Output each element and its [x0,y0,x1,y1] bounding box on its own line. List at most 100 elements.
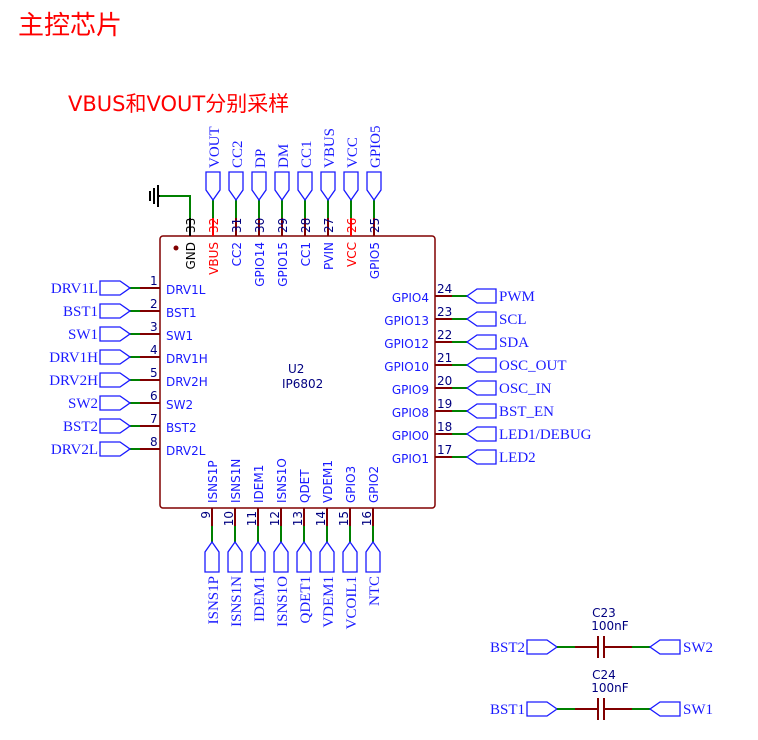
net-label-flag[interactable] [99,326,132,342]
net-label-flag[interactable] [296,540,312,573]
net-label: CC2 [230,140,246,168]
net-label-flag[interactable] [465,380,497,396]
net-label-flag[interactable] [648,701,681,717]
page-title: 主控芯片 [18,11,122,41]
net-label-flag[interactable] [366,171,382,202]
pin1-marker [173,245,179,251]
net-label-flag[interactable] [99,349,132,365]
net-label-flag[interactable] [99,303,132,319]
net-label-flag[interactable] [465,403,497,419]
net-label-flag[interactable] [251,171,267,202]
pin-name: GPIO1 [392,452,429,466]
net-label-flag[interactable] [297,171,313,202]
net-label-flag[interactable] [465,334,497,350]
pin-number: 24 [437,282,452,296]
pin-name: BST2 [166,421,197,435]
net-label: VOUT [207,126,223,168]
pin-name: GPIO4 [392,291,429,305]
net-label-flag[interactable] [99,441,132,457]
net-label: DM [276,144,292,168]
net-label-flag[interactable] [343,171,359,202]
pin-number: 21 [437,351,452,365]
net-label: VCOIL1 [344,576,360,629]
net-label-flag[interactable] [228,171,244,202]
pin-name: SW2 [166,398,193,412]
net-label-flag[interactable] [465,288,497,304]
net-label-flag[interactable] [648,639,681,655]
net-label: GPIO5 [368,125,384,168]
net-label-flag[interactable] [99,418,132,434]
pin-number: 7 [150,412,158,426]
net-label: VCC [345,137,361,168]
net-label-flag[interactable] [365,540,381,573]
net-label-flag[interactable] [342,540,358,573]
pin-number: 16 [360,511,374,526]
pin-number: 4 [150,343,158,357]
pin-name: GND [184,242,198,270]
net-label: DRV1L [51,281,98,297]
net-label-flag[interactable] [205,171,221,202]
cap-value: 100nF [591,619,629,633]
net-label: BST_EN [499,404,554,420]
pin-number: 15 [337,511,351,526]
pin-name: SW1 [166,329,193,343]
pin-name: GPIO10 [384,360,429,374]
pin-name: VCC [345,242,359,267]
net-label-flag[interactable] [465,311,497,327]
pin-number: 14 [314,511,328,526]
pin-number: 31 [230,218,244,233]
net-label-flag[interactable] [99,372,132,388]
net-label-flag[interactable] [526,701,559,717]
net-label-flag[interactable] [99,395,132,411]
pin-name: CC1 [299,242,313,266]
net-label-flag[interactable] [227,540,243,573]
pin-name: GPIO8 [392,406,429,420]
chip-body[interactable] [159,235,436,509]
pin-name: DRV1H [166,352,208,366]
net-label-flag[interactable] [465,449,497,465]
net-label-flag[interactable] [465,357,497,373]
pin-name: QDET [298,469,312,503]
pin-name: ISNS1N [229,459,243,503]
pin-name: DRV2L [166,444,206,458]
net-label: OSC_IN [499,381,552,397]
net-label-flag[interactable] [319,540,335,573]
net-label: CC1 [299,140,315,168]
pin-name: ISNS1P [206,460,220,503]
net-label: ISNS1N [229,576,245,627]
net-label-flag[interactable] [465,426,497,442]
net-label-flag[interactable] [273,540,289,573]
net-label-flag[interactable] [250,540,266,573]
pin-number: 30 [253,218,267,233]
net-label: SDA [499,335,529,351]
pin-name: GPIO14 [253,242,267,287]
net-label-flag[interactable] [274,171,290,202]
net-label-flag[interactable] [320,171,336,202]
net-label-flag[interactable] [99,280,132,296]
pin-name: GPIO5 [368,242,382,279]
pin-number: 27 [322,218,336,233]
net-label: PWM [499,289,535,305]
net-label-flag[interactable] [526,639,559,655]
pin-name: GPIO9 [392,383,429,397]
net-label: DRV2L [51,442,98,458]
net-label: QDET1 [298,576,314,624]
net-label-flag[interactable] [204,540,220,573]
pin-number: 13 [291,511,305,526]
pin-number: 6 [150,389,158,403]
chip-ref: U2 [288,362,304,376]
